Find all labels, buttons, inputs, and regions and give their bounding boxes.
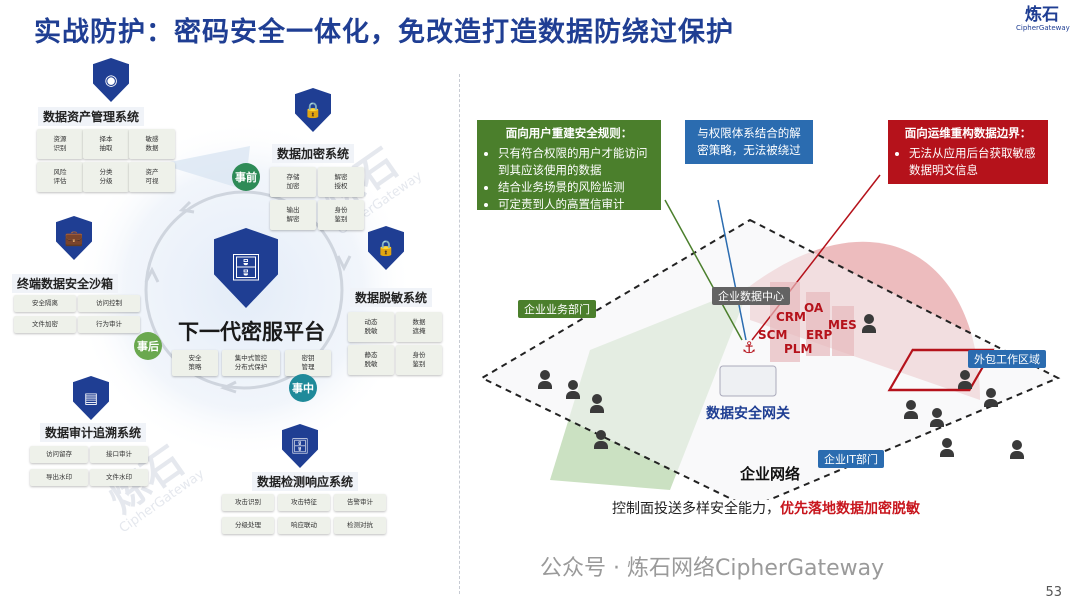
user-icon	[566, 380, 580, 399]
panel-divider	[459, 74, 460, 594]
detect-chip: 告警审计	[334, 494, 386, 511]
detect-system-title: 数据检测响应系统	[252, 472, 359, 491]
data-center-tag: 企业数据中心	[712, 287, 790, 305]
center-platform-title: 下一代密服平台	[178, 320, 325, 344]
it-dept-tag: 企业IT部门	[818, 450, 884, 468]
footer-watermark: 公众号 · 炼石网络CipherGateway	[540, 556, 885, 581]
user-icon	[930, 408, 944, 427]
user-rules-head: 面向用户重建安全规则：	[505, 126, 633, 140]
bottom-note-highlight: 优先落地数据加密脱敏	[780, 501, 920, 517]
enterprise-network-boundary	[479, 218, 1061, 500]
detect-chip: 分级处理	[222, 517, 274, 534]
user-icon	[958, 370, 972, 389]
attacker-icon	[862, 314, 876, 333]
stage-during-badge: 事中	[289, 374, 317, 402]
user-rules-item: 可定责到人的高置信审计	[498, 196, 653, 213]
gateway-device	[719, 365, 777, 397]
center-chip-key: 密钥 管理	[285, 350, 331, 376]
sandbox-chip: 文件加密	[14, 316, 76, 333]
app-label-mes: MES	[828, 318, 857, 332]
mask-system-title: 数据脱敏系统	[350, 288, 433, 307]
outsource-tag: 外包工作区域	[968, 350, 1046, 368]
encrypt-chip: 输出 解密	[270, 200, 316, 230]
attacker-icon	[1010, 440, 1024, 459]
mask-chip: 动态 脱敏	[348, 312, 394, 342]
mask-chip: 静态 脱敏	[348, 345, 394, 375]
mask-chip: 数据 遮掩	[396, 312, 442, 342]
user-rules-box: 面向用户重建安全规则： 只有符合权限的用户才能访问到其应该使用的数据 结合业务场…	[477, 120, 661, 213]
sandbox-chip: 行为审计	[78, 316, 140, 333]
blue-connector	[717, 199, 747, 341]
decrypt-policy-box: 与权限体系结合的解密策略，无法被绕过	[685, 120, 813, 164]
ops-boundary-item: 无法从应用后台获取敏感数据明文信息	[909, 145, 1040, 179]
audit-chip: 访问留存	[30, 446, 88, 463]
gateway-label: 数据安全网关	[706, 406, 790, 422]
asset-chip: 资源 识别	[37, 129, 83, 159]
beam-top	[160, 146, 250, 190]
green-connector	[664, 199, 743, 341]
page-number: 53	[1045, 585, 1062, 600]
center-chip-management: 集中式管控 分布式保护	[222, 350, 280, 376]
mask-chip: 身份 鉴别	[396, 345, 442, 375]
asset-system-title: 数据资产管理系统	[38, 107, 145, 126]
detect-chip: 响应联动	[278, 517, 330, 534]
detect-chip: 攻击识别	[222, 494, 274, 511]
asset-chip: 风险 评估	[37, 162, 83, 192]
user-rules-item: 只有符合权限的用户才能访问到其应该使用的数据	[498, 145, 653, 179]
asset-shield-icon: ◉	[93, 58, 129, 102]
audit-system-title: 数据审计追溯系统	[40, 423, 147, 442]
asset-chip: 资产 可视	[129, 162, 175, 192]
sandbox-chip: 访问控制	[78, 295, 140, 312]
user-icon	[904, 400, 918, 419]
encrypt-chip: 身份 鉴别	[318, 200, 364, 230]
cycle-ring	[144, 190, 344, 390]
detect-chip: 攻击特征	[278, 494, 330, 511]
stage-before-badge: 事前	[232, 163, 260, 191]
attacker-icon	[594, 430, 608, 449]
network-label: 企业网络	[740, 465, 801, 483]
ops-boundary-box: 面向运维重构数据边界： 无法从应用后台获取敏感数据明文信息	[888, 120, 1048, 184]
bottom-note-plain: 控制面投送多样安全能力，	[612, 501, 780, 517]
app-label-scm: SCM	[758, 328, 788, 342]
outsource-zone-frame	[887, 348, 995, 392]
audit-chip: 导出水印	[30, 469, 88, 486]
app-label-plm: PLM	[784, 342, 813, 356]
ops-boundary-head: 面向运维重构数据边界：	[904, 126, 1032, 140]
audit-chip: 文件水印	[90, 469, 148, 486]
encrypt-system-title: 数据加密系统	[272, 144, 355, 163]
encrypt-chip: 存储 加密	[270, 167, 316, 197]
asset-chip: 分类 分级	[83, 162, 129, 192]
sandbox-system-title: 终端数据安全沙箱	[12, 274, 119, 293]
brand-logo: 炼石 CipherGateway	[1016, 5, 1070, 33]
audit-chip: 接口审计	[90, 446, 148, 463]
logo-cn-text: 炼石	[1025, 5, 1059, 25]
anchor-icon: ⚓	[742, 338, 757, 357]
user-icon	[538, 370, 552, 389]
user-icon	[590, 394, 604, 413]
stage-after-badge: 事后	[134, 332, 162, 360]
sandbox-chip: 安全隔离	[14, 295, 76, 312]
center-chip-policy: 安全 策略	[172, 350, 218, 376]
user-rules-item: 结合业务场景的风险监测	[498, 179, 653, 196]
detect-shield-icon: 🗄	[282, 424, 318, 468]
encrypt-chip: 解密 授权	[318, 167, 364, 197]
asset-chip: 择本 抽取	[83, 129, 129, 159]
app-label-crm: CRM	[776, 310, 806, 324]
decrypt-policy-text: 与权限体系结合的解密策略，无法被绕过	[697, 126, 801, 157]
user-icon	[940, 438, 954, 457]
logo-en-text: CipherGateway	[1016, 24, 1070, 32]
app-label-erp: ERP	[806, 328, 833, 342]
asset-chip: 敏感 数据	[129, 129, 175, 159]
page-title: 实战防护：密码安全一体化，免改造打造数据防绕过保护	[34, 17, 734, 48]
business-dept-tag: 企业业务部门	[518, 300, 596, 318]
bottom-note: 控制面投送多样安全能力，优先落地数据加密脱敏	[612, 498, 920, 518]
attacker-icon	[984, 388, 998, 407]
app-label-oa: OA	[804, 301, 824, 315]
detect-chip: 检测对抗	[334, 517, 386, 534]
